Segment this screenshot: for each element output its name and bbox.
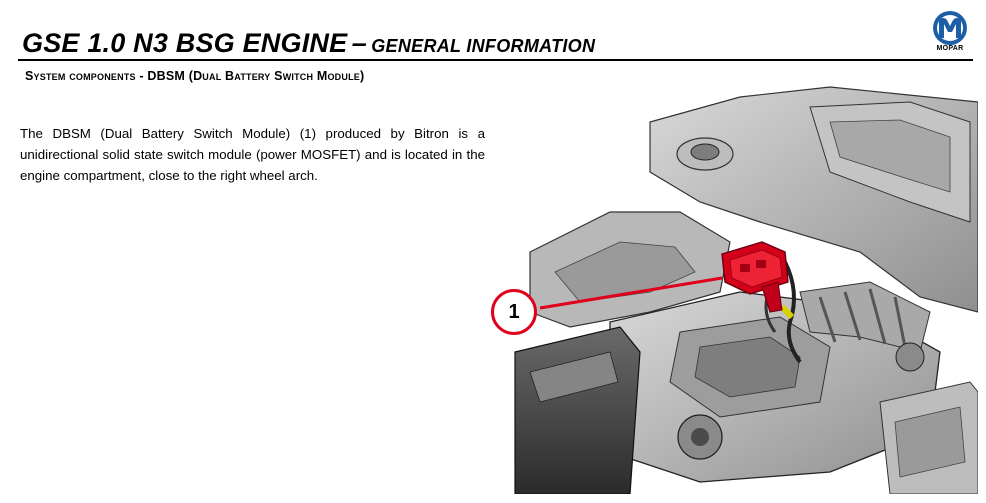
page-title: GSE 1.0 N3 BSG ENGINE – GENERAL INFORMAT…: [22, 28, 595, 59]
engine-compartment-illustration: [514, 86, 978, 494]
logo-label: MOPAR: [936, 45, 964, 52]
callout-marker-1: 1: [491, 289, 537, 335]
dbsm-module: [721, 241, 789, 313]
header-divider: [18, 59, 973, 61]
section-title: System components - DBSM (Dual Battery S…: [25, 69, 365, 83]
mopar-m-icon: [933, 11, 967, 45]
title-subtitle: GENERAL INFORMATION: [371, 36, 596, 56]
mopar-logo: MOPAR: [924, 10, 976, 56]
title-separator: –: [351, 28, 367, 58]
title-main: GSE 1.0 N3 BSG ENGINE: [22, 28, 348, 58]
body-paragraph: The DBSM (Dual Battery Switch Module) (1…: [20, 126, 485, 183]
